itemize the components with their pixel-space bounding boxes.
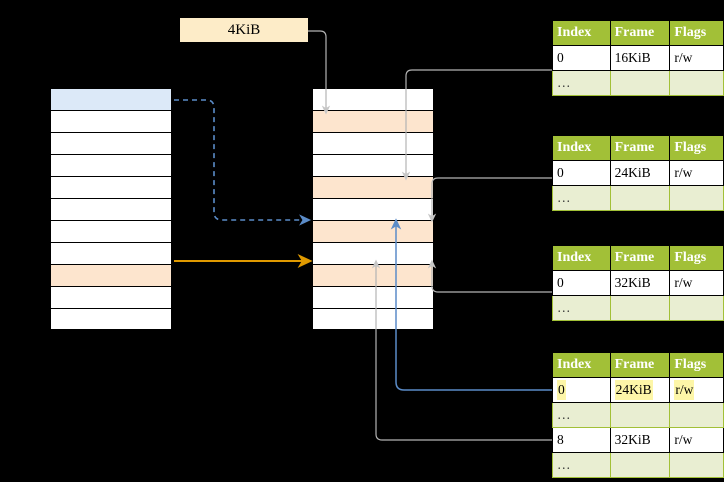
highlight-mark: 24KiB (614, 379, 653, 400)
physical-frame-row (312, 286, 434, 308)
physical-frame-row (312, 264, 434, 286)
cell-index: … (552, 70, 611, 96)
virtual-page-row (50, 286, 172, 308)
column-header-index: Index (552, 352, 611, 378)
cell-frame: 24KiB (609, 377, 671, 403)
cell-flags (669, 185, 724, 211)
virtual-page-row (50, 198, 172, 220)
column-header-index: Index (552, 20, 611, 46)
virtual-address-space-column (50, 88, 172, 330)
virtual-page-row (50, 176, 172, 198)
cell-frame: 32KiB (609, 427, 671, 453)
physical-frame-row (312, 154, 434, 176)
virtual-page-row (50, 308, 172, 330)
cell-flags: r/w (669, 427, 724, 453)
highlight-mark: r/w (674, 379, 695, 400)
cell-frame (609, 295, 671, 321)
cell-index: … (552, 185, 611, 211)
physical-frame-row (312, 132, 434, 154)
physical-frame-row (312, 242, 434, 264)
cell-frame (609, 402, 671, 428)
column-header-frame: Frame (609, 352, 671, 378)
cell-frame (609, 452, 671, 478)
cell-frame: 24KiB (609, 160, 671, 186)
page-size-label: 4KiB (180, 18, 308, 42)
cell-index: … (552, 452, 611, 478)
column-header-flags: Flags (669, 352, 724, 378)
column-header-flags: Flags (669, 20, 724, 46)
physical-frame-row (312, 220, 434, 242)
cell-flags (669, 402, 724, 428)
table-ellipsis-row: … (552, 452, 724, 478)
cell-flags: r/w (669, 270, 724, 296)
cell-frame (609, 70, 671, 96)
column-header-index: Index (552, 135, 611, 161)
table-ellipsis-row: … (552, 70, 724, 96)
cell-flags (669, 452, 724, 478)
physical-frame-row (312, 110, 434, 132)
virtual-page-row (50, 264, 172, 286)
virtual-page-row (50, 88, 172, 110)
virtual-page-row (50, 132, 172, 154)
cell-index: 0 (552, 377, 611, 403)
column-header-flags: Flags (669, 135, 724, 161)
column-header-index: Index (552, 245, 611, 271)
cell-frame (609, 185, 671, 211)
virtual-page-row (50, 110, 172, 132)
physical-frame-row (312, 308, 434, 330)
physical-frame-row (312, 198, 434, 220)
table-row: 0 24KiB r/w (552, 377, 724, 403)
cell-index: … (552, 402, 611, 428)
cell-flags: r/w (669, 45, 724, 71)
column-header-flags: Flags (669, 245, 724, 271)
table-ellipsis-row: … (552, 295, 724, 321)
physical-frame-row (312, 88, 434, 110)
table-ellipsis-row: … (552, 185, 724, 211)
cell-flags (669, 70, 724, 96)
cell-index: 0 (552, 160, 611, 186)
column-header-frame: Frame (609, 135, 671, 161)
cell-index: 0 (552, 270, 611, 296)
cell-frame: 16KiB (609, 45, 671, 71)
virtual-page-row (50, 154, 172, 176)
cell-index: … (552, 295, 611, 321)
cell-frame: 32KiB (609, 270, 671, 296)
physical-frame-row (312, 176, 434, 198)
cell-flags: r/w (669, 160, 724, 186)
highlight-mark: 0 (557, 379, 566, 400)
cell-flags (669, 295, 724, 321)
physical-memory-column (312, 88, 434, 330)
column-header-frame: Frame (609, 20, 671, 46)
virtual-page-row (50, 242, 172, 264)
cell-index: 8 (552, 427, 611, 453)
cell-flags: r/w (669, 377, 724, 403)
cell-index: 0 (552, 45, 611, 71)
virtual-page-row (50, 220, 172, 242)
table-ellipsis-row: … (552, 402, 724, 428)
column-header-frame: Frame (609, 245, 671, 271)
blue-dashed-arrow (174, 99, 312, 226)
